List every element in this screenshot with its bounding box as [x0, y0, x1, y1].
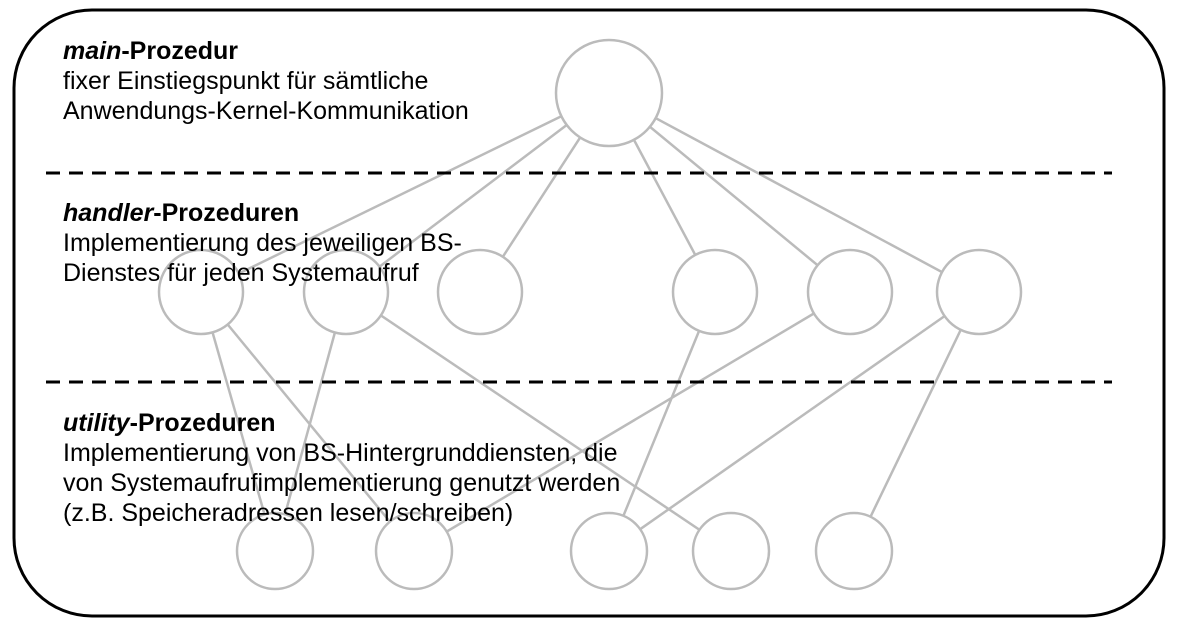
main-procedure-title-rest: -Prozedur	[121, 37, 239, 65]
handler-3-node	[436, 248, 524, 336]
main-procedure-desc-line: Anwendungs-Kernel-Kommunikation	[63, 97, 469, 125]
main-procedure-label-block: main-Prozedur fixer Einstiegspunkt für s…	[63, 36, 469, 126]
main-procedure-desc-line: fixer Einstiegspunkt für sämtliche	[63, 67, 429, 95]
edge-handler-4-utility-3	[607, 291, 717, 552]
utility-3-node	[569, 511, 649, 591]
utility-procedures-title-italic: utility	[63, 409, 130, 437]
diagram-frame	[12, 8, 1166, 618]
utility-1-node	[235, 511, 315, 591]
utility-procedures-desc-line: von Systemaufrufimplementierung genutzt …	[63, 469, 621, 497]
handler-6-node	[935, 248, 1023, 336]
main-procedure-title-italic: main	[63, 37, 122, 65]
handler-procedures-desc-line: Dienstes für jeden Systemaufruf	[63, 259, 419, 287]
edge-handler-2-utility-4	[345, 290, 732, 553]
utility-procedures-desc-line: (z.B. Speicheradressen lesen/schreiben)	[63, 499, 514, 527]
edge-handler-6-utility-5	[852, 291, 981, 552]
handler-1-node	[157, 248, 245, 336]
handler-procedures-title: handler-Prozeduren	[63, 198, 462, 228]
utility-procedures-title-rest: -Prozeduren	[129, 409, 276, 437]
utility-procedures-label-block: utility-Prozeduren Implementierung von B…	[63, 408, 620, 528]
edge-handler-1-utility-2	[200, 291, 415, 552]
utility-procedures-title: utility-Prozeduren	[63, 408, 620, 438]
edge-main-handler-2	[345, 92, 610, 293]
utility-procedures-desc-line: Implementierung von BS-Hintergrunddienst…	[63, 439, 618, 467]
edge-handler-1-utility-1	[199, 291, 277, 552]
edge-main-handler-1	[200, 91, 610, 294]
edge-main-handler-6	[608, 91, 980, 294]
edge-handler-5-utility-2	[413, 290, 851, 553]
utility-5-node	[814, 511, 894, 591]
main-node	[554, 38, 664, 148]
main-procedure-title: main-Prozedur	[63, 36, 469, 66]
handler-procedures-desc-line: Implementierung des jeweiligen BS-	[63, 229, 462, 257]
handler-5-node	[806, 248, 894, 336]
handler-procedures-label-block: handler-Prozeduren Implementierung des j…	[63, 198, 462, 288]
handler-procedures-title-italic: handler	[63, 199, 154, 227]
edge-handler-2-utility-1	[273, 291, 348, 552]
handler-4-node	[671, 248, 759, 336]
utility-4-node	[691, 511, 771, 591]
utility-2-node	[374, 511, 454, 591]
handler-2-node	[302, 248, 390, 336]
edge-handler-6-utility-3	[608, 290, 980, 553]
handler-procedures-title-rest: -Prozeduren	[153, 199, 300, 227]
